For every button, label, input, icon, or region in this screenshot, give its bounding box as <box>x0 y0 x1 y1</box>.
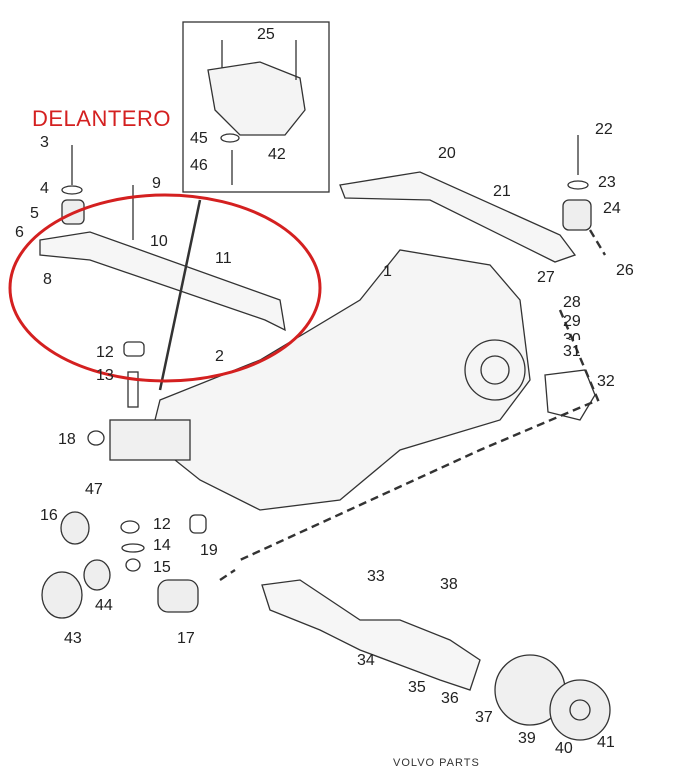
differential-housing <box>109 249 596 511</box>
part-label: 33 <box>367 568 385 585</box>
part-label: 23 <box>598 174 616 191</box>
part-label: 29 <box>563 313 581 330</box>
part-label: 44 <box>95 597 113 614</box>
part-label: 28 <box>563 294 581 311</box>
part-label: 19 <box>200 542 218 559</box>
part-label: 9 <box>152 175 161 192</box>
part-label: 24 <box>603 200 621 217</box>
part-label: 4 <box>40 180 49 197</box>
footer-label: VOLVO PARTS <box>393 757 480 769</box>
part-label: 46 <box>190 157 208 174</box>
part-label: 16 <box>40 507 58 524</box>
part-label: 10 <box>150 233 168 250</box>
part-label: 6 <box>15 224 24 241</box>
part-label: 41 <box>597 734 615 751</box>
part-label: 11 <box>215 250 232 267</box>
small-parts-left <box>41 430 207 619</box>
part-label: 26 <box>616 262 634 279</box>
part-label: 45 <box>190 130 208 147</box>
part-label: 43 <box>64 630 82 647</box>
part-label: 37 <box>475 709 493 726</box>
highlight-circle <box>8 193 322 383</box>
part-label: 40 <box>555 740 573 757</box>
part-label: 8 <box>43 271 52 288</box>
part-label: 5 <box>30 205 39 222</box>
part-label: 31 <box>563 343 581 360</box>
engine-mount-inset <box>207 40 306 185</box>
delantero-annotation: DELANTERO <box>32 106 171 131</box>
driveshaft-assembly <box>261 579 611 741</box>
part-label: 25 <box>257 26 275 43</box>
part-label: 36 <box>441 690 459 707</box>
part-label: 13 <box>96 367 114 384</box>
part-label: 27 <box>537 269 555 286</box>
part-label: 2 <box>215 348 224 365</box>
part-label: 22 <box>595 121 613 138</box>
part-label: 35 <box>408 679 426 696</box>
part-label: 18 <box>58 431 76 448</box>
crossmember-rear <box>339 135 592 263</box>
part-label: 34 <box>357 652 375 669</box>
part-label: 21 <box>493 183 511 200</box>
part-label: 12 <box>153 516 171 533</box>
leader-line <box>158 199 202 391</box>
part-label: 1 <box>383 263 392 280</box>
part-label: 47 <box>85 481 103 498</box>
part-label: 30 <box>563 332 581 340</box>
part-label: 14 <box>153 537 171 554</box>
dashed-lines <box>219 229 607 581</box>
part-label: 17 <box>177 630 195 647</box>
part-label: 39 <box>518 730 536 747</box>
part-label: 32 <box>597 373 615 390</box>
part-label: 3 <box>40 134 49 151</box>
part-label: 42 <box>268 146 286 163</box>
part-label: 38 <box>440 576 458 593</box>
part-label: 20 <box>438 145 456 162</box>
part-label: 12 <box>96 344 114 361</box>
part-label: 15 <box>153 559 171 576</box>
inset-box <box>182 21 330 193</box>
